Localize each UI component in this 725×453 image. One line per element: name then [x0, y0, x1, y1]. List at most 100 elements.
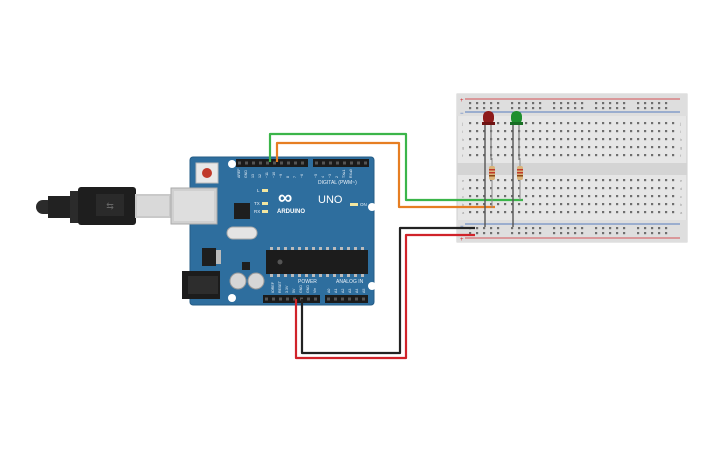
bb-hole[interactable]: [602, 102, 605, 105]
bb-hole[interactable]: [630, 187, 633, 190]
bb-hole[interactable]: [581, 187, 584, 190]
bb-hole[interactable]: [574, 187, 577, 190]
bb-hole[interactable]: [497, 122, 500, 125]
bb-hole[interactable]: [476, 232, 479, 235]
bb-hole[interactable]: [532, 187, 535, 190]
header-pin[interactable]: [348, 297, 351, 301]
bb-hole[interactable]: [539, 195, 542, 198]
bb-hole[interactable]: [665, 154, 668, 157]
bb-hole[interactable]: [602, 107, 605, 110]
bb-hole[interactable]: [637, 211, 640, 214]
bb-hole[interactable]: [609, 107, 612, 110]
bb-hole[interactable]: [637, 187, 640, 190]
bb-hole[interactable]: [658, 195, 661, 198]
bb-hole[interactable]: [476, 146, 479, 149]
bb-hole[interactable]: [595, 146, 598, 149]
header-pin[interactable]: [273, 161, 276, 165]
bb-hole[interactable]: [476, 187, 479, 190]
bb-hole[interactable]: [532, 146, 535, 149]
bb-hole[interactable]: [574, 138, 577, 141]
bb-hole[interactable]: [609, 122, 612, 125]
bb-hole[interactable]: [476, 227, 479, 230]
bb-hole[interactable]: [651, 107, 654, 110]
bb-hole[interactable]: [623, 154, 626, 157]
header-pin[interactable]: [265, 297, 268, 301]
bb-hole[interactable]: [616, 187, 619, 190]
bb-hole[interactable]: [546, 138, 549, 141]
bb-hole[interactable]: [483, 102, 486, 105]
bb-hole[interactable]: [658, 187, 661, 190]
bb-hole[interactable]: [616, 138, 619, 141]
wires[interactable]: [268, 132, 523, 360]
bb-hole[interactable]: [518, 227, 521, 230]
bb-hole[interactable]: [553, 227, 556, 230]
bb-hole[interactable]: [539, 154, 542, 157]
bb-hole[interactable]: [469, 154, 472, 157]
bb-hole[interactable]: [574, 130, 577, 133]
header-pin[interactable]: [307, 297, 310, 301]
bb-hole[interactable]: [525, 232, 528, 235]
bb-hole[interactable]: [560, 211, 563, 214]
bb-hole[interactable]: [483, 107, 486, 110]
bb-hole[interactable]: [672, 195, 675, 198]
bb-hole[interactable]: [553, 187, 556, 190]
bb-hole[interactable]: [665, 187, 668, 190]
bb-hole[interactable]: [483, 232, 486, 235]
bb-hole[interactable]: [581, 203, 584, 206]
bb-hole[interactable]: [574, 107, 577, 110]
bb-hole[interactable]: [623, 102, 626, 105]
bb-hole[interactable]: [532, 227, 535, 230]
bb-hole[interactable]: [511, 203, 514, 206]
bb-hole[interactable]: [665, 102, 668, 105]
bb-hole[interactable]: [644, 179, 647, 182]
bb-hole[interactable]: [574, 179, 577, 182]
header-pin[interactable]: [314, 297, 317, 301]
bb-hole[interactable]: [553, 211, 556, 214]
bb-hole[interactable]: [504, 187, 507, 190]
led-green[interactable]: [510, 111, 523, 227]
bb-hole[interactable]: [637, 102, 640, 105]
bb-hole[interactable]: [581, 102, 584, 105]
bb-hole[interactable]: [595, 179, 598, 182]
bb-hole[interactable]: [616, 203, 619, 206]
bb-hole[interactable]: [504, 203, 507, 206]
bb-hole[interactable]: [532, 130, 535, 133]
header-pin[interactable]: [315, 161, 318, 165]
bb-hole[interactable]: [637, 122, 640, 125]
bb-hole[interactable]: [623, 195, 626, 198]
bb-hole[interactable]: [595, 211, 598, 214]
bb-hole[interactable]: [476, 122, 479, 125]
bb-hole[interactable]: [581, 227, 584, 230]
bb-hole[interactable]: [511, 179, 514, 182]
digital-header-high[interactable]: [236, 159, 308, 167]
bb-hole[interactable]: [560, 187, 563, 190]
bb-hole[interactable]: [609, 195, 612, 198]
header-pin[interactable]: [238, 161, 241, 165]
bb-hole[interactable]: [665, 146, 668, 149]
bb-hole[interactable]: [518, 203, 521, 206]
bb-hole[interactable]: [616, 107, 619, 110]
bb-hole[interactable]: [581, 232, 584, 235]
bb-hole[interactable]: [476, 102, 479, 105]
bb-hole[interactable]: [525, 195, 528, 198]
bb-hole[interactable]: [511, 107, 514, 110]
bb-hole[interactable]: [595, 107, 598, 110]
bb-hole[interactable]: [490, 203, 493, 206]
bb-hole[interactable]: [602, 232, 605, 235]
resistor-1[interactable]: [489, 158, 495, 208]
bb-hole[interactable]: [672, 211, 675, 214]
bb-hole[interactable]: [553, 232, 556, 235]
bb-hole[interactable]: [623, 203, 626, 206]
bb-hole[interactable]: [651, 138, 654, 141]
bb-hole[interactable]: [483, 138, 486, 141]
bb-hole[interactable]: [560, 232, 563, 235]
bb-hole[interactable]: [665, 195, 668, 198]
bb-hole[interactable]: [476, 211, 479, 214]
bb-hole[interactable]: [525, 122, 528, 125]
bb-hole[interactable]: [567, 130, 570, 133]
bb-hole[interactable]: [644, 232, 647, 235]
bb-hole[interactable]: [560, 203, 563, 206]
bb-hole[interactable]: [581, 122, 584, 125]
bb-hole[interactable]: [672, 154, 675, 157]
bb-hole[interactable]: [532, 203, 535, 206]
